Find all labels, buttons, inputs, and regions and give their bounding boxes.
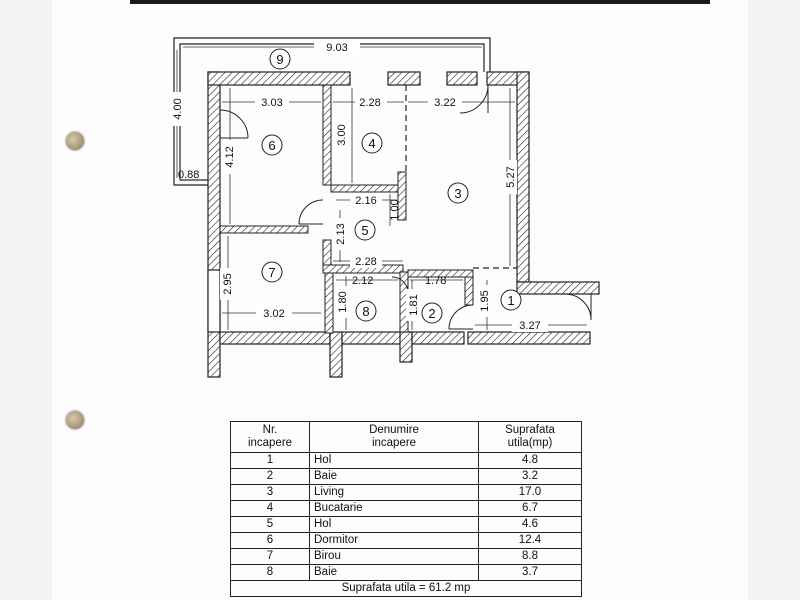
cell-area: 12.4 xyxy=(478,532,582,549)
cell-area: 6.7 xyxy=(478,500,582,517)
cell-name: Hol xyxy=(309,516,479,533)
svg-text:1: 1 xyxy=(507,293,514,308)
dim-room3-height: 5.27 xyxy=(505,166,517,187)
dim-room5-height: 2.13 xyxy=(335,223,347,244)
cell-name: Bucatarie xyxy=(309,500,479,517)
cell-area: 3.7 xyxy=(478,564,582,581)
header-area-text: Suprafata utila(mp) xyxy=(505,424,555,449)
room-markers: 1 2 3 4 5 6 7 8 xyxy=(261,48,522,324)
dim-balcony-height: 4.00 xyxy=(172,98,184,119)
svg-text:9: 9 xyxy=(276,52,283,67)
dim-room5-top: 2.16 xyxy=(355,195,376,207)
cell-nr: 1 xyxy=(230,452,310,469)
svg-text:7: 7 xyxy=(268,265,275,280)
table-row: 1 Hol 4.8 xyxy=(230,452,582,469)
cell-nr: 7 xyxy=(230,548,310,565)
right-margin xyxy=(748,0,800,600)
dim-room8-top: 2.12 xyxy=(352,275,373,287)
room-marker-9: 9 xyxy=(269,48,291,70)
dim-room4-width: 2.28 xyxy=(359,97,380,109)
cell-name: Hol xyxy=(309,452,479,469)
cell-name: Living xyxy=(309,484,479,501)
cell-name: Birou xyxy=(309,548,479,565)
interior-walls xyxy=(219,84,474,334)
room-marker-3: 3 xyxy=(447,182,469,204)
dim-room3-width: 3.22 xyxy=(434,97,455,109)
room-area-table: Nr. incapere Denumire incapere Suprafata… xyxy=(230,421,582,597)
cell-nr: 8 xyxy=(230,564,310,581)
punch-hole-top xyxy=(66,132,84,150)
room-marker-8: 8 xyxy=(355,300,377,322)
svg-text:2: 2 xyxy=(428,306,435,321)
header-nr: Nr. incapere xyxy=(230,421,310,453)
table-row: 8 Baie 3.7 xyxy=(230,564,582,581)
header-nr-text: Nr. incapere xyxy=(247,424,293,449)
cell-area: 17.0 xyxy=(478,484,582,501)
dim-room7-height: 2.95 xyxy=(222,273,234,294)
dim-room4-height: 3.00 xyxy=(336,124,348,145)
cell-nr: 2 xyxy=(230,468,310,485)
punch-hole-bottom xyxy=(66,411,84,429)
living-dashed-boundary xyxy=(405,85,517,269)
cell-area: 4.6 xyxy=(478,516,582,533)
room-marker-7: 7 xyxy=(261,261,283,283)
cell-area: 8.8 xyxy=(478,548,582,565)
cell-nr: 6 xyxy=(230,532,310,549)
table-row: 3 Living 17.0 xyxy=(230,484,582,501)
svg-text:8: 8 xyxy=(362,304,369,319)
cell-nr: 4 xyxy=(230,500,310,517)
cell-area: 3.2 xyxy=(478,468,582,485)
cell-name: Baie xyxy=(309,468,479,485)
header-name-text: Denumire incapere xyxy=(369,424,419,449)
total-area: Suprafata utila = 61.2 mp xyxy=(230,580,582,597)
header-area: Suprafata utila(mp) xyxy=(478,421,582,453)
table-row: 4 Bucatarie 6.7 xyxy=(230,500,582,517)
room-marker-5: 5 xyxy=(354,219,376,241)
svg-text:3: 3 xyxy=(454,186,461,201)
dim-room1-width: 3.27 xyxy=(519,320,540,332)
left-margin xyxy=(0,0,52,600)
room-marker-2: 2 xyxy=(421,302,443,324)
table-row: 6 Dormitor 12.4 xyxy=(230,532,582,549)
room-marker-6: 6 xyxy=(261,134,283,156)
table-row: 5 Hol 4.6 xyxy=(230,516,582,533)
table-header-row: Nr. incapere Denumire incapere Suprafata… xyxy=(230,421,582,453)
dim-top-overall: 9.03 xyxy=(326,42,347,54)
room-marker-1: 1 xyxy=(500,289,522,311)
dim-room2-top: 1.78 xyxy=(425,275,446,287)
cell-name: Dormitor xyxy=(309,532,479,549)
header-name: Denumire incapere xyxy=(309,421,479,453)
dim-room5-bottom: 2.28 xyxy=(355,256,376,268)
table-total-row: Suprafata utila = 61.2 mp xyxy=(230,580,582,597)
svg-text:4: 4 xyxy=(368,136,375,151)
cell-name: Baie xyxy=(309,564,479,581)
svg-text:5: 5 xyxy=(361,223,368,238)
floor-plan: 9.03 4.00 0.88 3.03 2.28 3.22 4.12 3.00 … xyxy=(170,37,600,378)
exterior-walls xyxy=(207,71,600,378)
dim-room6-width: 3.03 xyxy=(261,97,282,109)
top-border-band xyxy=(130,0,710,4)
dim-balcony-depth: 0.88 xyxy=(178,169,199,181)
cell-nr: 5 xyxy=(230,516,310,533)
dim-room5-side: 1.00 xyxy=(389,199,401,220)
dim-room2-height: 1.81 xyxy=(408,294,420,315)
room-area-table-wrap: Nr. incapere Denumire incapere Suprafata… xyxy=(230,421,582,597)
dim-room1-height: 1.95 xyxy=(479,290,491,311)
room-marker-4: 4 xyxy=(361,132,383,154)
dim-room6-height: 4.12 xyxy=(224,146,236,167)
table-row: 2 Baie 3.2 xyxy=(230,468,582,485)
dimension-labels: 9.03 4.00 0.88 3.03 2.28 3.22 4.12 3.00 … xyxy=(170,40,548,332)
table-row: 7 Birou 8.8 xyxy=(230,548,582,565)
dim-room7-width: 3.02 xyxy=(263,308,284,320)
svg-text:6: 6 xyxy=(268,138,275,153)
dim-room8-height: 1.80 xyxy=(337,291,349,312)
cell-nr: 3 xyxy=(230,484,310,501)
cell-area: 4.8 xyxy=(478,452,582,469)
balcony-outline xyxy=(173,37,491,186)
